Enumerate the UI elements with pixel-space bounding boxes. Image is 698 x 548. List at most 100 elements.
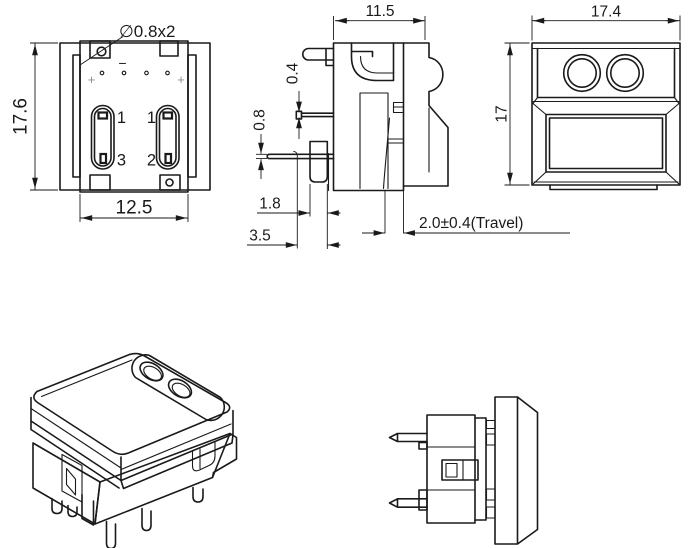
rear-pin-top — [388, 432, 428, 443]
notch-bottom-left — [89, 174, 111, 191]
dim-pin-thick: 0.8 — [252, 109, 269, 131]
view-bottom: 17.6 12.5 ∅0.8x2 − + + 1 3 1 2 — [11, 22, 211, 222]
rear-body-lines — [426, 446, 476, 491]
cap-left-crease — [30, 407, 122, 469]
dim-travel: 2.0±0.4(Travel) — [419, 215, 523, 232]
iso-pins — [51, 486, 204, 548]
bezel-outline — [531, 42, 681, 186]
rear-cap-profile — [494, 396, 539, 545]
button-bevel-corners — [531, 102, 681, 186]
button-face-outer — [545, 113, 667, 173]
iso-housing — [32, 432, 238, 526]
led-pocket-inner — [359, 55, 395, 74]
view-isometric — [30, 352, 238, 548]
rear-center-detail — [441, 459, 479, 481]
upper-pin-profile — [301, 47, 335, 67]
terminal-number-right-top: 1 — [147, 109, 156, 127]
led-lens-right-outer — [605, 53, 645, 93]
rear-pin-bottom — [388, 498, 428, 508]
slot-right-outer — [155, 104, 180, 170]
flange-outline — [59, 42, 211, 191]
pilot-hole-bottom — [165, 178, 174, 187]
peg-front-left — [51, 497, 63, 515]
housing-right-end — [211, 432, 238, 479]
led-panel-bevel — [532, 96, 680, 105]
rear-block-lower — [418, 489, 428, 511]
side-view-outline — [266, 42, 449, 192]
base-tab — [549, 184, 658, 191]
led-panel — [536, 47, 676, 99]
terminal-number-left-bottom: 3 — [117, 152, 126, 170]
cap-chamfer-edge — [40, 359, 133, 398]
cap-skirt — [30, 420, 234, 490]
peg-right — [192, 486, 204, 503]
dim-front-width: 17.4 — [591, 4, 622, 21]
pin-long-left — [105, 520, 117, 548]
contact-right-top — [162, 111, 174, 120]
led-recess — [131, 354, 226, 422]
view-side-rear — [388, 396, 539, 545]
led-pin-holes — [99, 70, 170, 76]
led-hole-left-depth — [143, 365, 162, 381]
terminal-slots — [90, 104, 180, 170]
hole-callout-text: ∅0.8x2 — [119, 22, 175, 41]
polarity-plus-mark-left: + — [88, 72, 96, 87]
notch-top-left — [89, 40, 111, 59]
dim-bottom-width: 12.5 — [116, 198, 153, 219]
bottom-view-outline — [59, 40, 211, 193]
dim-bottom-height: 17.6 — [11, 98, 32, 135]
terminal-number-left-top: 1 — [117, 109, 126, 127]
rear-body-outline — [426, 414, 476, 524]
peg-front-mid — [67, 504, 78, 518]
led-hole-right — [167, 378, 193, 399]
led-pocket — [350, 42, 395, 82]
side-rail-right — [187, 54, 197, 178]
led-hole-right-depth — [171, 382, 191, 398]
side-rail-left — [72, 54, 81, 178]
polarity-plus-mark-right: + — [177, 72, 185, 87]
snap-latch-right — [191, 440, 216, 472]
pilot-hole-top — [96, 46, 107, 57]
hole-callout-leader — [79, 36, 124, 66]
bottom-view-dimension-lines — [30, 42, 189, 222]
led-lens-right-inner — [609, 57, 640, 88]
notch-top-right — [159, 40, 179, 57]
corner-post — [81, 493, 95, 526]
dim-side-width: 11.5 — [365, 3, 394, 20]
cap-top-face — [33, 352, 231, 456]
notch-bottom-right — [159, 174, 181, 191]
locating-peg — [309, 140, 329, 183]
slot-right-inner — [158, 107, 177, 167]
contact-left-bottom — [99, 152, 108, 165]
rear-block-upper — [418, 441, 428, 450]
slot-left-inner — [93, 107, 112, 167]
terminal-number-right-bottom: 2 — [147, 152, 156, 170]
contact-right-bottom — [164, 152, 173, 165]
pin-long-right — [141, 507, 152, 532]
dim-front-height: 17 — [494, 105, 511, 122]
housing-right-wall — [94, 432, 231, 525]
side-view-dimension-lines — [247, 16, 570, 249]
led-hole-left — [139, 361, 164, 382]
slot-left-outer — [90, 104, 115, 170]
spring-lever-line — [382, 117, 391, 190]
contact-left-top — [97, 111, 109, 120]
led-lens-left-inner — [566, 57, 597, 88]
dim-pin-thin: 0.4 — [285, 62, 302, 84]
button-face-inner — [548, 117, 664, 170]
front-view-outline — [531, 42, 681, 191]
rear-mid-section — [474, 417, 487, 521]
cap-front-left-face — [30, 396, 122, 482]
polarity-minus-mark: − — [118, 55, 126, 71]
dim-peg-offset: 3.5 — [249, 228, 271, 245]
view-side: 11.5 0.4 0.8 1.8 3.5 2.0±0.4(Travel) — [247, 3, 570, 249]
view-front: 17.4 17 — [494, 4, 681, 191]
dim-peg-width: 1.8 — [259, 196, 281, 213]
button-cap-profile — [402, 42, 449, 187]
thick-pin — [266, 153, 335, 160]
rear-latch-details — [485, 419, 496, 519]
cap-right-crease — [120, 423, 232, 471]
thin-pin — [300, 112, 335, 118]
